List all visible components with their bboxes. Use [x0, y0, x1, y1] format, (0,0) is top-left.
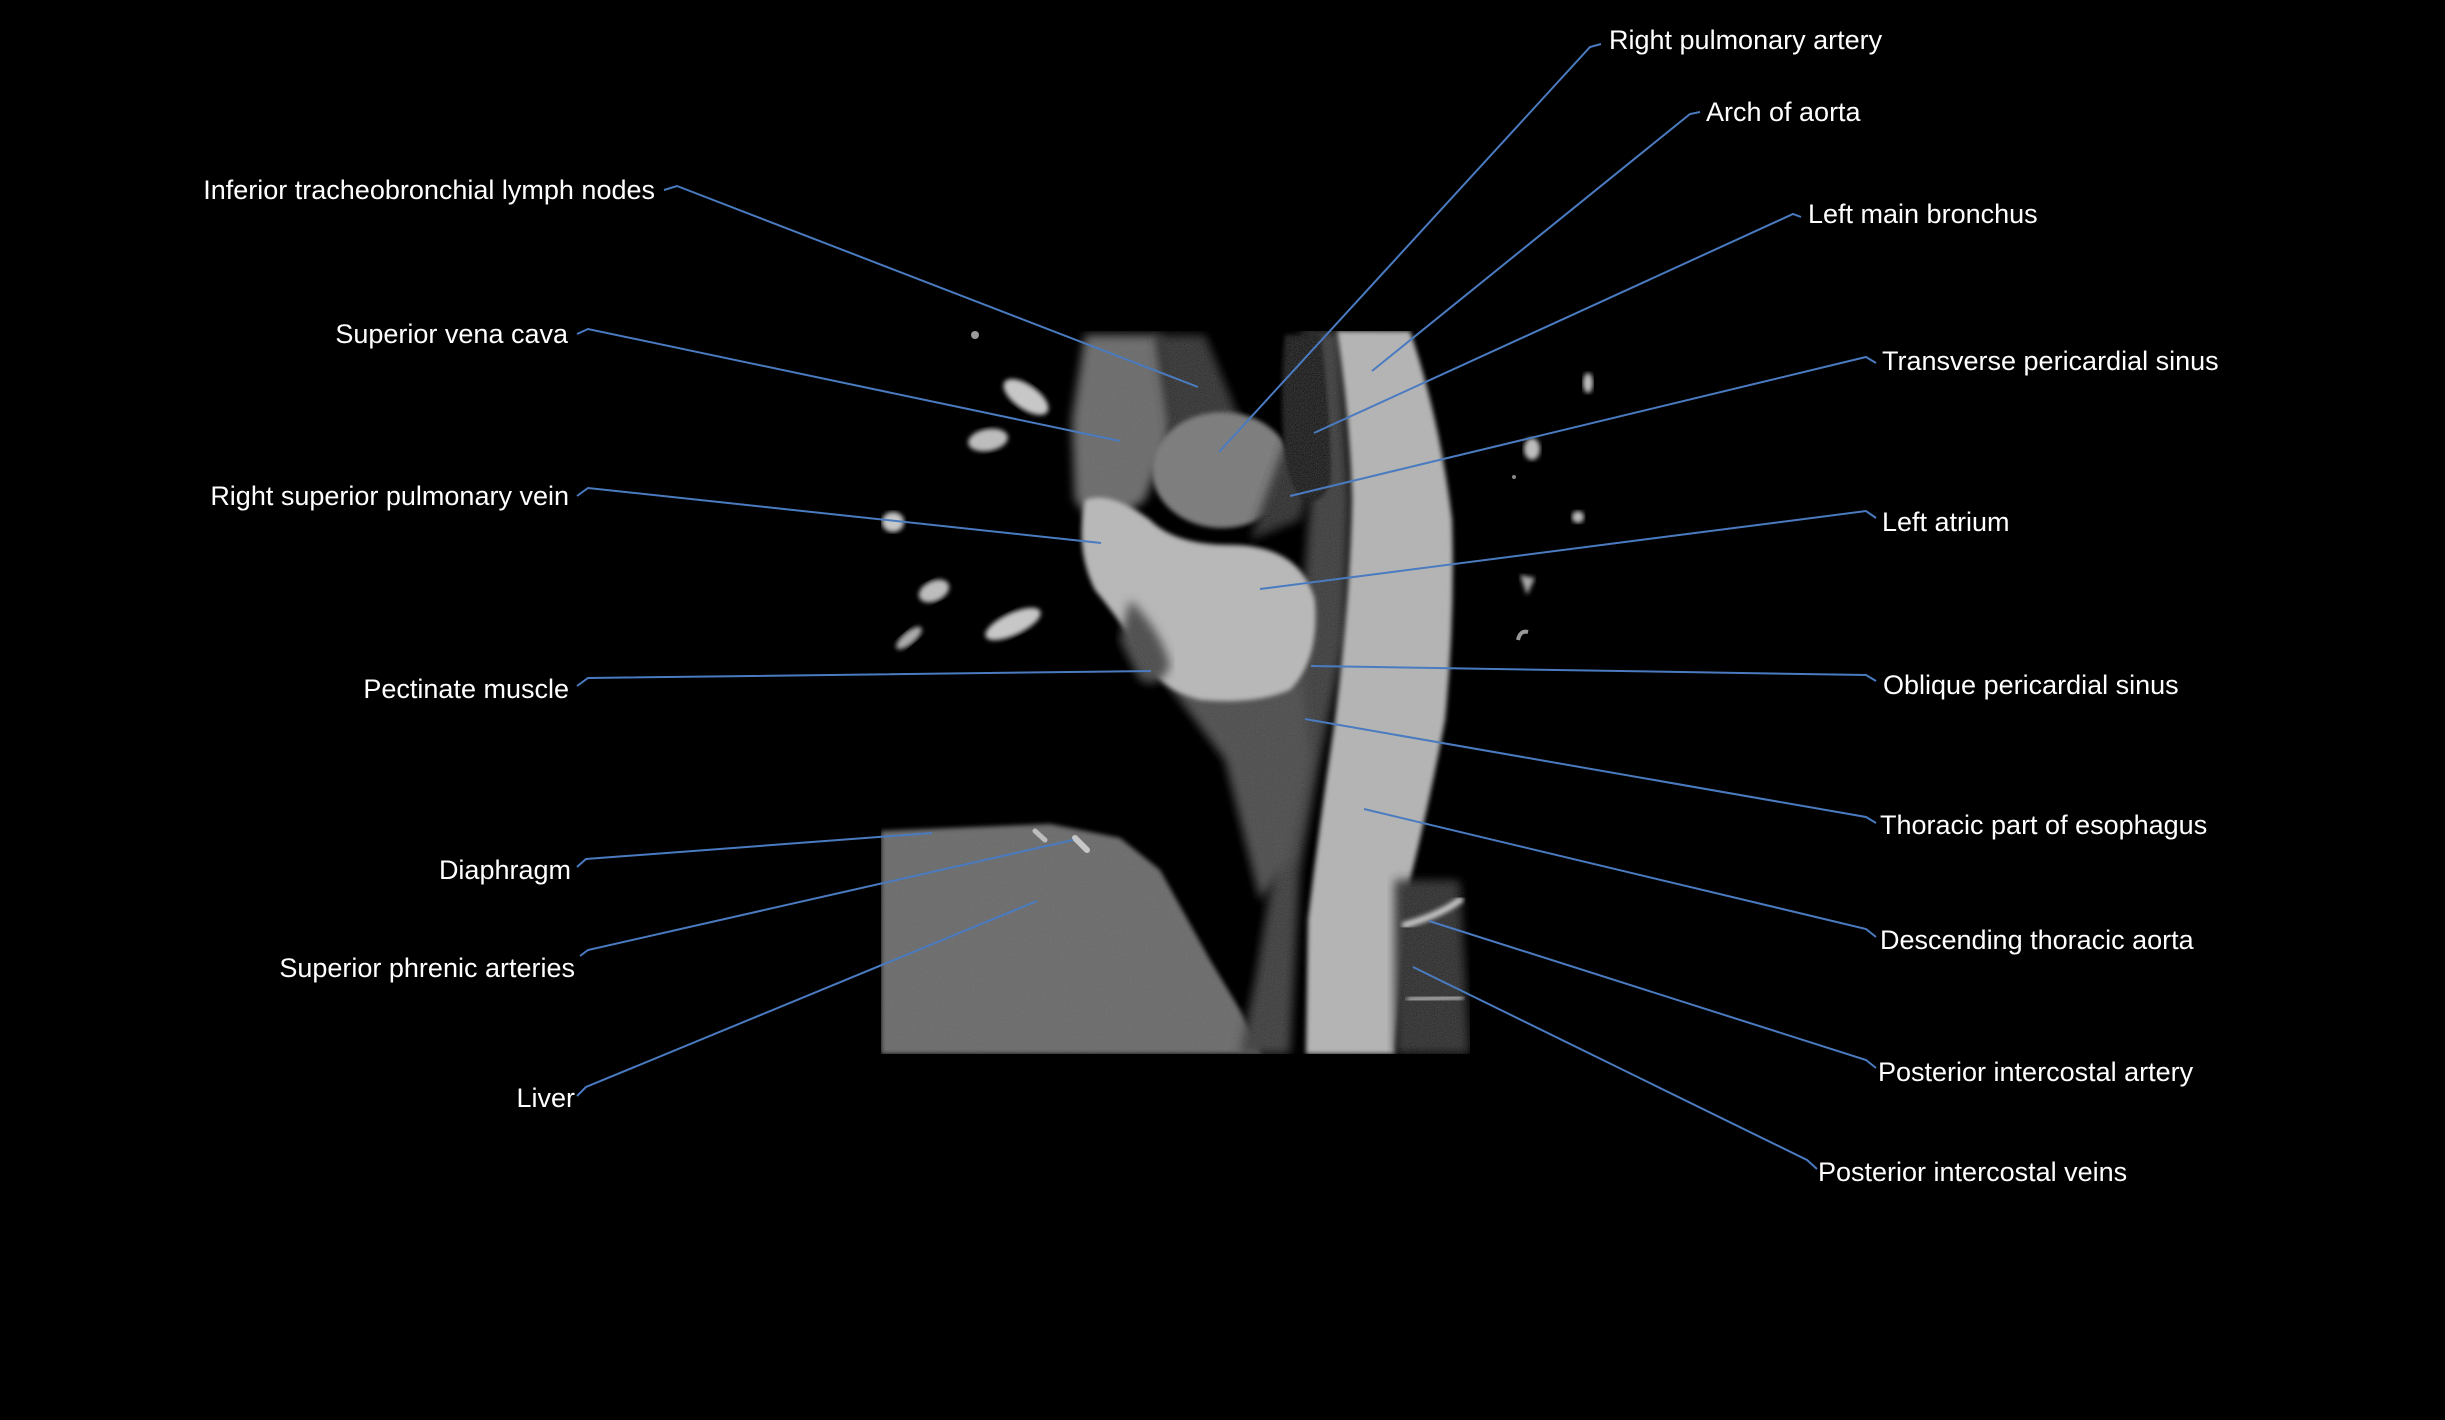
label-posterior-intercostal-artery: Posterior intercostal artery: [1878, 1057, 2194, 1087]
label-liver: Liver: [516, 1083, 575, 1113]
label-inferior-tracheobronchial-lymph-nodes: Inferior tracheobronchial lymph nodes: [203, 175, 655, 205]
leader-line-posterior-intercostal-artery: [1428, 920, 1877, 1069]
label-diaphragm: Diaphragm: [438, 855, 571, 885]
leader-line-oblique-pericardial-sinus: [1310, 665, 1877, 682]
leader-line-left-main-bronchus: [1313, 212, 1802, 434]
label-thoracic-part-of-esophagus: Thoracic part of esophagus: [1880, 810, 2208, 840]
leader-line-descending-thoracic-aorta: [1363, 808, 1877, 938]
leader-line-superior-vena-cava: [576, 327, 1121, 442]
label-oblique-pericardial-sinus: Oblique pericardial sinus: [1883, 670, 2179, 700]
leader-line-diaphragm: [576, 832, 933, 868]
leader-line-right-superior-pulmonary-vein: [576, 486, 1102, 544]
leader-line-inferior-tracheobronchial-lymph-nodes: [663, 184, 1199, 388]
label-right-superior-pulmonary-vein: Right superior pulmonary vein: [210, 481, 569, 511]
label-superior-phrenic-arteries: Superior phrenic arteries: [279, 953, 575, 983]
label-superior-vena-cava: Superior vena cava: [335, 319, 568, 349]
leader-line-right-pulmonary-artery: [1218, 43, 1602, 453]
label-transverse-pericardial-sinus: Transverse pericardial sinus: [1882, 346, 2219, 376]
leader-line-arch-of-aorta: [1371, 111, 1701, 372]
leader-line-transverse-pericardial-sinus: [1289, 355, 1877, 497]
leader-line-left-atrium: [1259, 509, 1877, 590]
leader-line-pectinate-muscle: [576, 670, 1152, 687]
label-descending-thoracic-aorta: Descending thoracic aorta: [1880, 925, 2194, 955]
liver-region: [881, 824, 1262, 1054]
leader-line-posterior-intercostal-veins: [1412, 966, 1818, 1170]
label-arch-of-aorta: Arch of aorta: [1706, 97, 1861, 127]
label-right-pulmonary-artery: Right pulmonary artery: [1609, 25, 1883, 55]
label-left-atrium: Left atrium: [1882, 507, 2010, 537]
label-left-main-bronchus: Left main bronchus: [1808, 199, 2038, 229]
leader-line-liver: [576, 900, 1038, 1097]
label-posterior-intercostal-veins: Posterior intercostal veins: [1818, 1157, 2128, 1187]
label-pectinate-muscle: Pectinate muscle: [363, 674, 569, 704]
leader-line-thoracic-part-of-esophagus: [1304, 718, 1877, 824]
leader-line-superior-phrenic-arteries: [579, 839, 1074, 957]
aorta-shape: [1306, 331, 1453, 1054]
